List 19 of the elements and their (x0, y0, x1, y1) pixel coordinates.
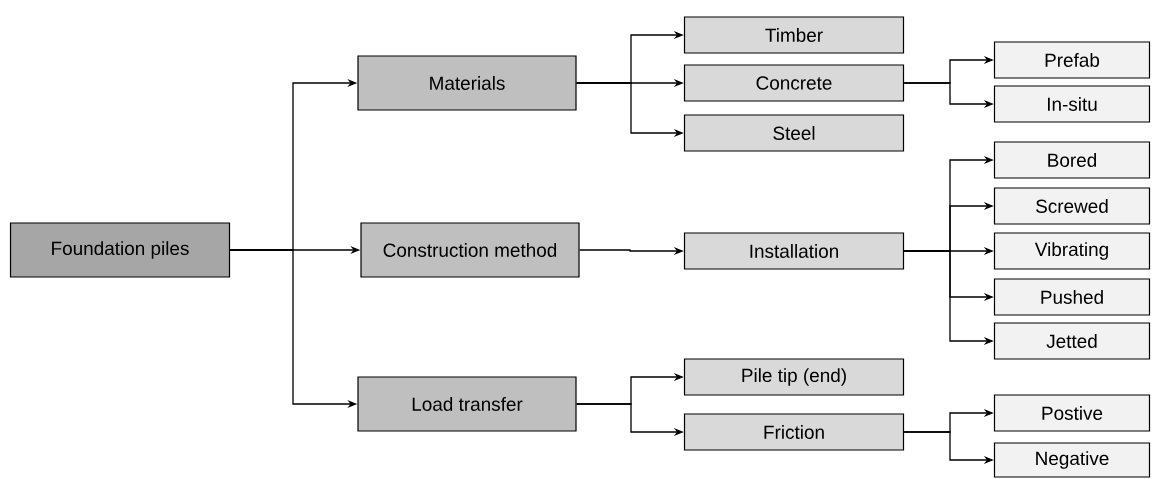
category-box: Load transfer (357, 376, 577, 432)
leaf-box: Pushed (993, 278, 1151, 316)
subcategory-box: Installation (683, 232, 905, 270)
leaf-box: Negative (993, 442, 1151, 478)
subcategory-box: Timber (683, 16, 905, 54)
subcategory-box: Pile tip (end) (683, 358, 905, 396)
subcategory-box: Concrete (683, 64, 905, 102)
leaf-box: Vibrating (993, 232, 1151, 270)
leaf-box: Screwed (993, 187, 1151, 225)
subcategory-box: Friction (683, 413, 905, 451)
leaf-box: Postive (993, 394, 1151, 432)
leaf-box: Jetted (993, 322, 1151, 360)
root-box: Foundation piles (9, 222, 231, 278)
leaf-box: Prefab (993, 41, 1151, 79)
leaf-box: In-situ (993, 85, 1151, 123)
category-box: Materials (357, 55, 577, 111)
category-box: Construction method (360, 222, 580, 278)
leaf-box: Bored (993, 141, 1151, 179)
subcategory-box: Steel (683, 114, 905, 152)
